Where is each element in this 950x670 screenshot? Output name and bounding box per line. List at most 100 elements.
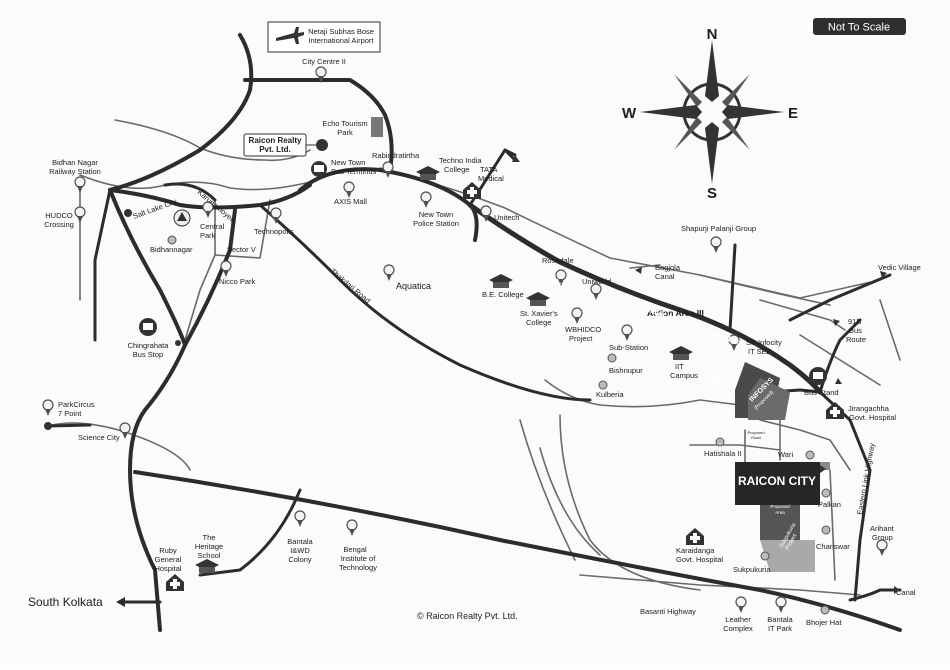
label-south-kolkata: South Kolkata <box>28 595 103 609</box>
label-axis: AXIS Mall <box>334 197 367 206</box>
not-to-scale-badge: Not To Scale <box>813 18 906 35</box>
label-be-college: B.E. College <box>482 290 524 299</box>
proposed-area-block <box>760 505 800 540</box>
pin-icon <box>621 324 633 341</box>
label-sukpukuria: Sukpukuria <box>733 565 771 574</box>
pin-icon <box>202 201 214 218</box>
pin-icon <box>480 205 492 222</box>
label-sector-v: Sector V <box>227 245 256 254</box>
label-bhojer: Bhojer Hat <box>806 618 842 627</box>
label-bantala-colony-1: Bantala <box>287 537 313 546</box>
pin-icon <box>346 519 358 536</box>
label-ruby-1: Ruby <box>159 546 177 555</box>
pin-icon <box>571 307 583 324</box>
label-bantala-it-1: Bantala <box>767 615 793 624</box>
label-iit-1: IIT <box>675 362 684 371</box>
label-wari: Wari <box>778 450 793 459</box>
label-park-circus-1: ParkCircus <box>58 400 95 409</box>
pin-icon <box>74 206 86 223</box>
bus-icon <box>139 318 157 336</box>
label-wbhidco-1: WBHIDCO <box>565 325 601 334</box>
label-proposed-area-1: Proposed <box>770 504 790 509</box>
compass-north: N <box>707 26 718 43</box>
college-icon <box>526 292 550 306</box>
label-hudco-1: HUDCO <box>45 211 73 220</box>
label-technopolis: Technopolis <box>254 227 294 236</box>
raicon-office-label-1: Raicon Realty <box>249 136 302 145</box>
compass-south: S <box>707 185 717 202</box>
pin-icon <box>74 176 86 193</box>
map-pins <box>42 66 888 615</box>
label-bantala-colony-2: I&WD <box>290 546 310 555</box>
hospital-icon <box>463 182 481 199</box>
pin-icon <box>294 510 306 527</box>
label-chariswar: Chariswar <box>816 542 850 551</box>
label-eastern-link: Eastern Link Highway <box>855 442 877 515</box>
pin-icon <box>383 264 395 281</box>
label-chingrahata-1: Chingrahata <box>128 341 170 350</box>
pin-icon <box>315 66 327 83</box>
label-city-centre: City Centre II <box>302 57 346 66</box>
college-icon <box>416 166 440 180</box>
infosys-block <box>748 378 790 420</box>
bus-icon <box>311 161 327 177</box>
label-iit-2: Campus <box>670 371 698 380</box>
label-science-city: Science City <box>78 433 120 442</box>
pin-icon <box>876 539 888 556</box>
airport-label-2: International Airport <box>308 36 374 45</box>
pin-icon <box>590 283 602 300</box>
label-chingrahata-2: Bus Stop <box>133 350 163 359</box>
direction-arrows <box>512 155 900 594</box>
airplane-icon <box>276 27 304 44</box>
raicon-office-marker: Raicon Realty Pvt. Ltd. <box>243 133 328 157</box>
label-tata-2: Medical <box>478 174 504 183</box>
label-arihant-2: Group <box>872 533 893 542</box>
label-park-circus-2: 7 Point <box>58 409 82 418</box>
label-leather-1: Leather <box>725 615 751 624</box>
label-techno-india-2: College <box>444 165 469 174</box>
label-sp-infocity-2: IT SEZ <box>748 347 772 356</box>
label-raicon-city: RAICON CITY <box>738 474 816 488</box>
pin-icon <box>343 181 355 198</box>
label-bagjola-1: Bagjola <box>655 263 681 272</box>
pin-icon <box>119 422 131 439</box>
label-bus-route-1: 91B <box>848 317 861 326</box>
park-icon <box>371 117 383 137</box>
label-bidhan-1: Bidhan Nagar <box>52 158 98 167</box>
label-echo-1: Echo Tourism <box>322 119 367 128</box>
label-bidhan-2: Railway Station <box>49 167 101 176</box>
copyright: © Raicon Realty Pvt. Ltd. <box>417 611 518 621</box>
label-terminus-2: Bus Terminus <box>331 167 377 176</box>
label-bus-route-3: Route <box>846 335 866 344</box>
label-hatishala: Hatishala II <box>704 449 742 458</box>
airport-label-1: Netaji Subhas Bose <box>308 27 374 36</box>
label-proposed-road-2: Road <box>751 435 761 440</box>
pin-icon <box>710 236 722 253</box>
college-icon <box>489 274 513 288</box>
label-basanti: Basanti Highway <box>640 607 696 616</box>
label-ruby-3: Hospital <box>154 564 181 573</box>
label-rosedale: Rosedale <box>542 256 574 265</box>
pin-icon <box>728 334 740 351</box>
label-jirangachha-2: Govt. Hospital <box>849 413 896 422</box>
label-karaidanga-2: Govt. Hospital <box>676 555 723 564</box>
college-icon <box>195 559 219 573</box>
label-bus-route-2: Bus <box>849 326 862 335</box>
label-techno-india-1: Techno India <box>439 156 482 165</box>
label-arihant-1: Arihant <box>870 524 895 533</box>
hospital-icon <box>686 528 704 545</box>
project-blocks <box>735 362 830 572</box>
label-canal: Canal <box>896 588 916 597</box>
label-bantala-it-2: IT Park <box>768 624 792 633</box>
compass-east: E <box>788 105 798 122</box>
label-proposed-area-2: Area <box>775 510 785 515</box>
pin-icon <box>382 161 394 178</box>
pin-icon <box>220 260 232 277</box>
label-palkan: Palkan <box>818 500 841 509</box>
label-heritage-1: The <box>203 533 216 542</box>
label-thakdari: Thakdari Road <box>329 267 372 306</box>
pin-icon <box>735 596 747 613</box>
label-bishnupur: Bishnupur <box>609 366 643 375</box>
